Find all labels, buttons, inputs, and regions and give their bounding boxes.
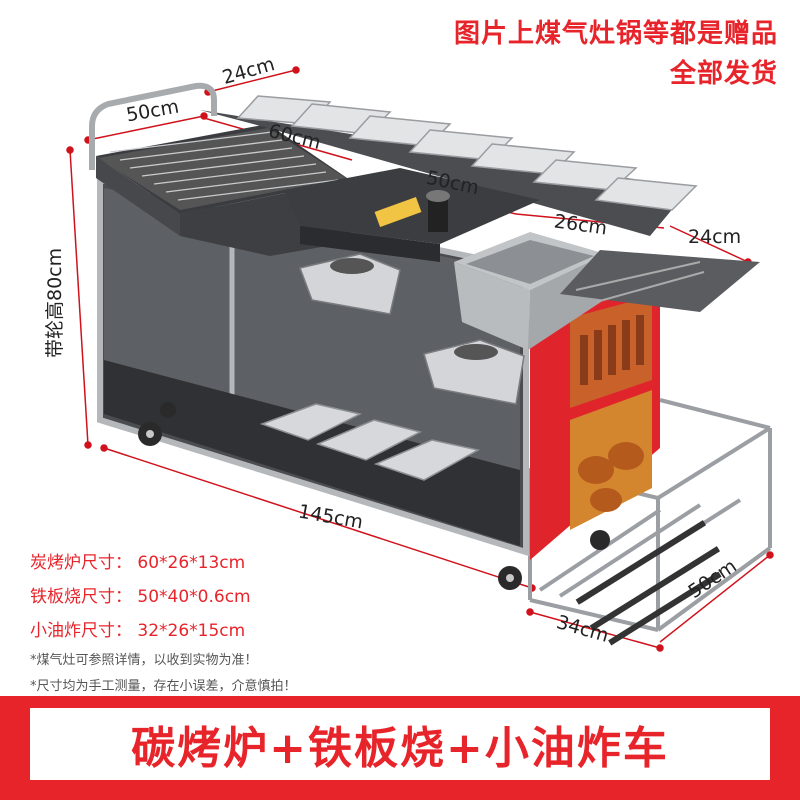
banner-box: 碳烤炉+铁板烧+小油炸车 — [30, 708, 770, 780]
banner-title: 碳烤炉+铁板烧+小油炸车 — [131, 723, 669, 774]
spec-value: 32*26*15cm — [137, 621, 246, 641]
gift-notice: 图片上煤气灶锅等都是赠品 全部发货 — [454, 14, 778, 94]
spec-row-charcoal-grill: 炭烤炉尺寸： 60*26*13cm — [30, 546, 251, 580]
gift-notice-line2: 全部发货 — [669, 59, 778, 89]
spec-label: 炭烤炉尺寸： — [30, 553, 132, 573]
spec-list: 炭烤炉尺寸： 60*26*13cm 铁板烧尺寸： 50*40*0.6cm 小油炸… — [30, 546, 251, 648]
product-banner: 碳烤炉+铁板烧+小油炸车 — [0, 696, 800, 800]
dim-side-shelf: 24cm — [688, 226, 742, 248]
footnote-stove: *煤气灶可参照详情，以收到实物为准！ — [30, 653, 258, 668]
spec-value: 50*40*0.6cm — [137, 587, 251, 607]
footnote-measurement: *尺寸均为手工测量，存在小误差，介意慎拍！ — [30, 679, 297, 694]
spec-row-griddle: 铁板烧尺寸： 50*40*0.6cm — [30, 580, 251, 614]
gift-notice-line1: 图片上煤气灶锅等都是赠品 — [453, 19, 778, 49]
spec-row-fryer: 小油炸尺寸： 32*26*15cm — [30, 614, 251, 648]
spec-value: 60*26*13cm — [137, 553, 246, 573]
spec-label: 小油炸尺寸： — [30, 621, 132, 641]
spec-label: 铁板烧尺寸： — [30, 587, 132, 607]
dim-height: 带轮高80cm — [44, 247, 66, 358]
footnotes: *煤气灶可参照详情，以收到实物为准！ *尺寸均为手工测量，存在小误差，介意慎拍！ — [30, 648, 297, 700]
